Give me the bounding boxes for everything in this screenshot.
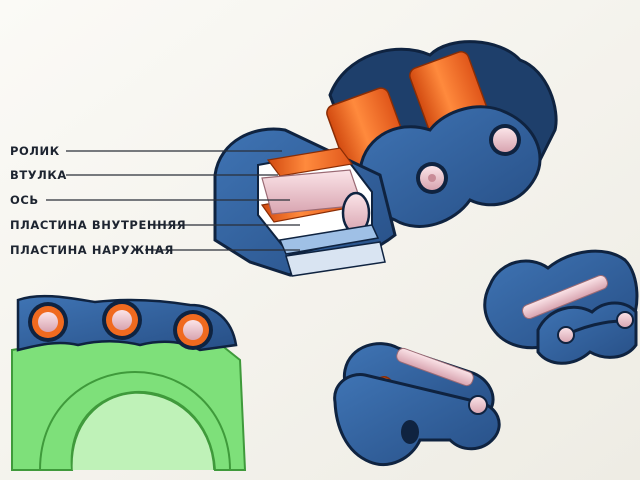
offset-link-pin [396, 347, 474, 387]
offset-link-pin-head [468, 395, 488, 415]
connecting-link [483, 249, 639, 365]
leader-lines [46, 150, 300, 251]
sprocket-roller-3 [173, 310, 213, 350]
label-roller: РОЛИК [10, 144, 60, 158]
inner-plate-strip [278, 224, 380, 255]
offset-link-hole [401, 420, 419, 444]
offset-link [333, 342, 501, 467]
sprocket-hub-arc [39, 370, 231, 471]
cutaway-chain [213, 40, 558, 277]
sprocket-roller-1 [28, 302, 68, 342]
connecting-link-front-plate [536, 301, 638, 365]
bushing-top [266, 147, 354, 177]
sprocket-roller-2 [102, 300, 142, 340]
offset-link-front-plate [333, 373, 501, 467]
label-pin: ОСЬ [10, 193, 39, 207]
label-inner-plate: ПЛАСТИНА ВНУТРЕННЯЯ [10, 218, 187, 232]
label-bushing: ВТУЛКА [10, 168, 67, 182]
connecting-link-pin-1 [521, 274, 609, 320]
label-outer-plate: ПЛАСТИНА НАРУЖНАЯ [10, 243, 174, 257]
sprocket-assembly [11, 294, 247, 471]
outer-plate-strip [285, 241, 386, 277]
